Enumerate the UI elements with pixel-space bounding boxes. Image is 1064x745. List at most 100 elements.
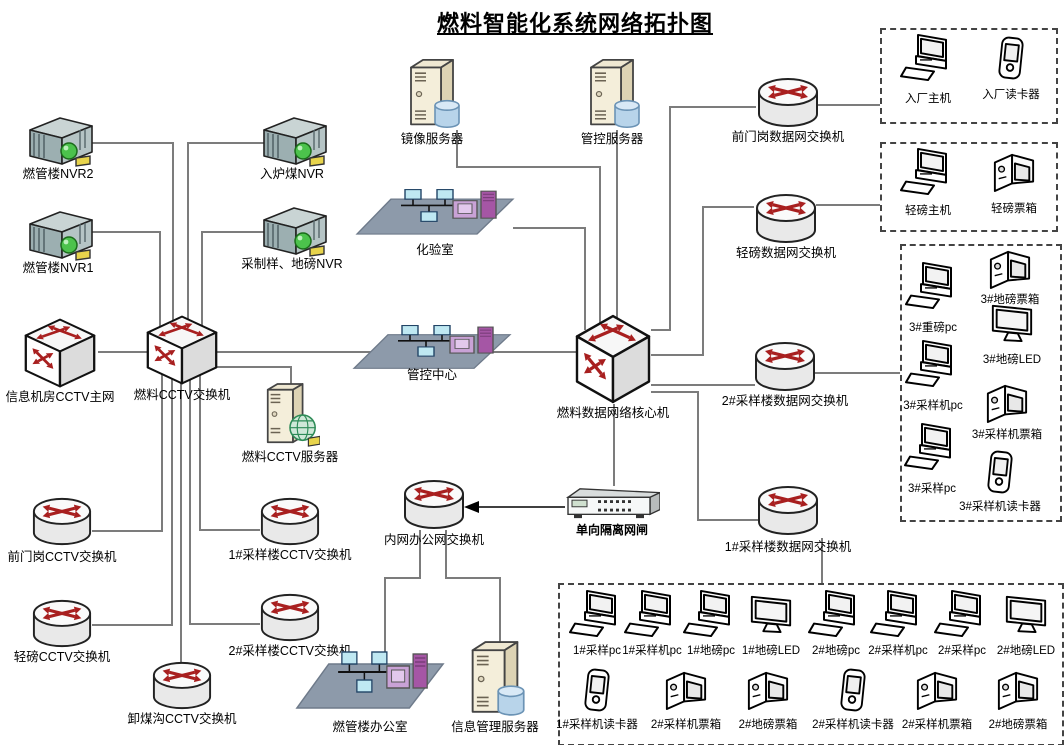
lan-icon: [355, 188, 515, 242]
pc-icon: [624, 590, 680, 638]
pc-icon: [683, 590, 739, 638]
server-db-icon: [401, 58, 463, 132]
device-label: 2#地磅pc: [812, 645, 860, 657]
node-rt-qb-data: [754, 192, 818, 246]
pc-icon: [808, 590, 864, 638]
device-label: 1#采样pc: [573, 645, 621, 657]
device-label: 1#采样机读卡器: [556, 719, 638, 731]
pc-icon: [934, 590, 990, 638]
device-label: 1#地磅pc: [687, 645, 735, 657]
pc-icon: [900, 148, 956, 196]
rt-2cy-data-label: 2#采样楼数据网交换机: [721, 394, 849, 408]
router-icon: [151, 660, 213, 712]
lan-icon: [352, 324, 512, 376]
device-label: 2#采样机票箱: [901, 719, 973, 731]
nvr-rgl-1-label: 燃管楼NVR1: [22, 261, 94, 275]
node-nvr-rlm: [254, 116, 330, 168]
node-gw-isolation: [564, 486, 660, 520]
switch-cube-icon: [22, 318, 98, 388]
node-rt-intranet: [402, 478, 466, 532]
nvr-icon: [20, 210, 96, 262]
router-icon: [259, 496, 321, 548]
panel-qingbang: [880, 142, 1058, 232]
ticketbox-icon: [988, 249, 1032, 289]
device-label: 3#采样pc: [908, 483, 956, 495]
rt-intranet-label: 内网办公网交换机: [383, 533, 485, 547]
sw-core-label: 燃料数据网络核心机: [556, 406, 670, 420]
node-rt-2cy-cctv: [259, 592, 321, 644]
led-icon: [1003, 594, 1049, 634]
node-nvr-rgl-2: [20, 116, 96, 168]
gateway-icon: [564, 486, 660, 520]
device-label: 2#采样pc: [938, 645, 986, 657]
server-db-icon: [462, 640, 528, 720]
pc-icon: [904, 423, 960, 471]
device-label: 2#地磅票箱: [738, 719, 798, 731]
device-label: 3#重磅pc: [909, 322, 957, 334]
device-label: 入厂主机: [905, 93, 951, 105]
led-icon: [989, 303, 1035, 343]
nvr-rgl-2-label: 燃管楼NVR2: [22, 167, 94, 181]
node-sw-core: [573, 314, 653, 404]
pc-icon: [905, 340, 961, 388]
srv-mirror-label: 镜像服务器: [400, 132, 464, 146]
ticketbox-icon: [992, 152, 1036, 192]
device-label: 3#采样机读卡器: [959, 501, 1041, 513]
nvr-icon: [254, 206, 330, 258]
router-icon: [259, 592, 321, 644]
device-label: 2#地磅LED: [996, 645, 1056, 657]
node-srv-fuel-cctv: [260, 382, 320, 450]
device-label: 3#采样机票箱: [971, 429, 1043, 441]
node-rt-1cy-data: [756, 484, 820, 538]
device-label: 轻磅主机: [905, 205, 951, 217]
node-srv-mc: [581, 58, 643, 132]
rt-xmg-cctv-label: 卸煤沟CCTV交换机: [127, 712, 237, 726]
server-db-icon: [581, 58, 643, 132]
reader-icon: [986, 450, 1014, 494]
device-label: 3#地磅LED: [982, 354, 1042, 366]
ticketbox-icon: [664, 670, 708, 710]
lan-lab-label: 化验室: [416, 243, 454, 257]
node-lan-mcc: [352, 324, 512, 376]
node-sw-fuel-cctv: [144, 315, 220, 385]
rt-2cy-cctv-label: 2#采样楼CCTV交换机: [228, 644, 352, 658]
node-rt-qmg-data: [756, 76, 820, 130]
switch-cube-icon: [144, 315, 220, 385]
rt-qmg-data-label: 前门岗数据网交换机: [731, 130, 845, 144]
srv-mc-label: 管控服务器: [580, 132, 644, 146]
rt-1cy-data-label: 1#采样楼数据网交换机: [724, 540, 852, 554]
rt-qb-cctv-label: 轻磅CCTV交换机: [13, 650, 111, 664]
node-rt-xmg-cctv: [151, 660, 213, 712]
device-label: 1#地磅LED: [741, 645, 801, 657]
device-label: 2#采样机pc: [868, 645, 928, 657]
device-label: 3#采样机pc: [903, 400, 963, 412]
router-icon: [754, 192, 818, 246]
reader-icon: [839, 668, 867, 712]
sw-fuel-cctv-label: 燃料CCTV交换机: [133, 388, 231, 402]
router-icon: [756, 76, 820, 130]
device-label: 入厂读卡器: [982, 89, 1040, 101]
rt-1cy-cctv-label: 1#采样楼CCTV交换机: [228, 548, 352, 562]
reader-icon: [583, 668, 611, 712]
lan-mcc-label: 管控中心: [406, 368, 458, 382]
node-lan-office: [295, 650, 445, 718]
lan-office-label: 燃管楼办公室: [332, 720, 408, 734]
device-label: 2#采样机读卡器: [812, 719, 894, 731]
nvr-icon: [20, 116, 96, 168]
device-label: 1#采样机pc: [622, 645, 682, 657]
srv-fuel-cctv-label: 燃料CCTV服务器: [241, 450, 339, 464]
pc-icon: [870, 590, 926, 638]
node-sw-info-cctv: [22, 318, 98, 388]
device-label: 2#地磅票箱: [988, 719, 1048, 731]
diagram-title: 燃料智能化系统网络拓扑图: [436, 11, 714, 36]
router-icon: [753, 340, 817, 394]
nvr-czy-db-label: 采制样、地磅NVR: [241, 257, 343, 271]
lan-icon: [295, 650, 445, 718]
node-srv-mirror: [401, 58, 463, 132]
gw-isolation-label: 单向隔离网闸: [575, 523, 649, 537]
router-icon: [402, 478, 466, 532]
led-icon: [748, 594, 794, 634]
pc-icon: [569, 590, 625, 638]
rt-qmg-cctv-label: 前门岗CCTV交换机: [7, 550, 117, 564]
